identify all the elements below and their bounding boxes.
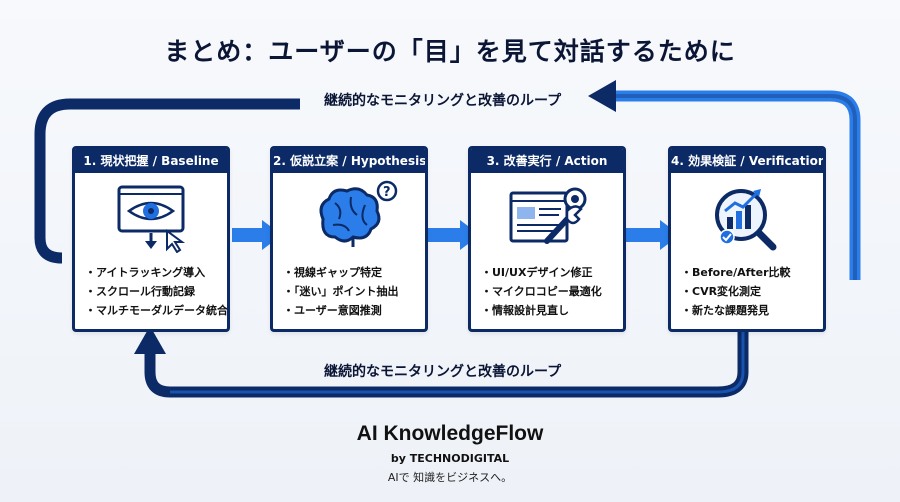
list-item: スクロール行動記録: [85, 282, 223, 301]
step-card-header: 3. 改善実行 / Action: [471, 149, 623, 173]
step-card-header: 2. 仮説立案 / Hypothesis: [273, 149, 425, 173]
loop-top-path-inner: [612, 94, 857, 280]
list-item: 新たな課題発見: [681, 301, 819, 320]
loop-label-bottom: 継続的なモニタリングと改善のループ: [324, 364, 562, 380]
step-card-action: 3. 改善実行 / Action UI/UXデザイン修正 マイクロコピー最適化 …: [468, 146, 626, 332]
loop-top-left-path: [34, 98, 300, 264]
loop-top-path: [612, 90, 861, 280]
list-item: UI/UXデザイン修正: [481, 263, 619, 282]
step-card-hypothesis: 2. 仮説立案 / Hypothesis ? 視線ギャップ特定 「迷い」ポイント…: [270, 146, 428, 332]
loop-bottom-path-light: [170, 330, 745, 394]
brand-tagline: AIで 知識をビジネスへ。: [387, 471, 513, 484]
list-item: CVR変化測定: [681, 282, 819, 301]
list-item: 情報設計見直し: [481, 301, 619, 320]
loop-top-arrowhead: [588, 80, 616, 112]
list-item: 視線ギャップ特定: [283, 263, 421, 282]
loop-bottom-arrowhead: [134, 326, 166, 354]
eye-tracking-icon: [117, 185, 186, 253]
brain-question-icon: ?: [319, 180, 398, 247]
list-item: 「迷い」ポイント抽出: [283, 282, 421, 301]
list-item: ユーザー意図推測: [283, 301, 421, 320]
list-item: マイクロコピー最適化: [481, 282, 619, 301]
step-card-header: 4. 効果検証 / Verification: [671, 149, 823, 173]
list-item: Before/After比較: [681, 263, 819, 282]
loop-bottom-up-path: [144, 350, 171, 398]
web-tools-icon: [509, 187, 587, 244]
svg-text:?: ?: [383, 185, 391, 200]
loop-label-top: 継続的なモニタリングと改善のループ: [324, 93, 562, 109]
chart-magnifier-icon: [715, 189, 777, 251]
step-card-items: 視線ギャップ特定 「迷い」ポイント抽出 ユーザー意図推測: [283, 263, 421, 320]
step-card-baseline: 1. 現状把握 / Baseline アイトラッキング導入 スクロール行動記録 …: [72, 146, 230, 332]
list-item: アイトラッキング導入: [85, 263, 223, 282]
page-title: まとめ：ユーザーの「目」を見て対話するために: [164, 37, 736, 66]
step-card-verification: 4. 効果検証 / Verification Before/After比較 CV…: [668, 146, 826, 332]
step-card-header: 1. 現状把握 / Baseline: [75, 149, 227, 173]
brand-name: AI KnowledgeFlow: [356, 422, 544, 445]
step-card-items: UI/UXデザイン修正 マイクロコピー最適化 情報設計見直し: [481, 263, 619, 320]
brand-company: by TECHNODIGITAL: [390, 452, 510, 465]
list-item: マルチモーダルデータ統合: [85, 301, 227, 320]
step-card-items: Before/After比較 CVR変化測定 新たな課題発見: [681, 263, 819, 320]
step-card-items: アイトラッキング導入 スクロール行動記録 マルチモーダルデータ統合: [85, 263, 227, 320]
